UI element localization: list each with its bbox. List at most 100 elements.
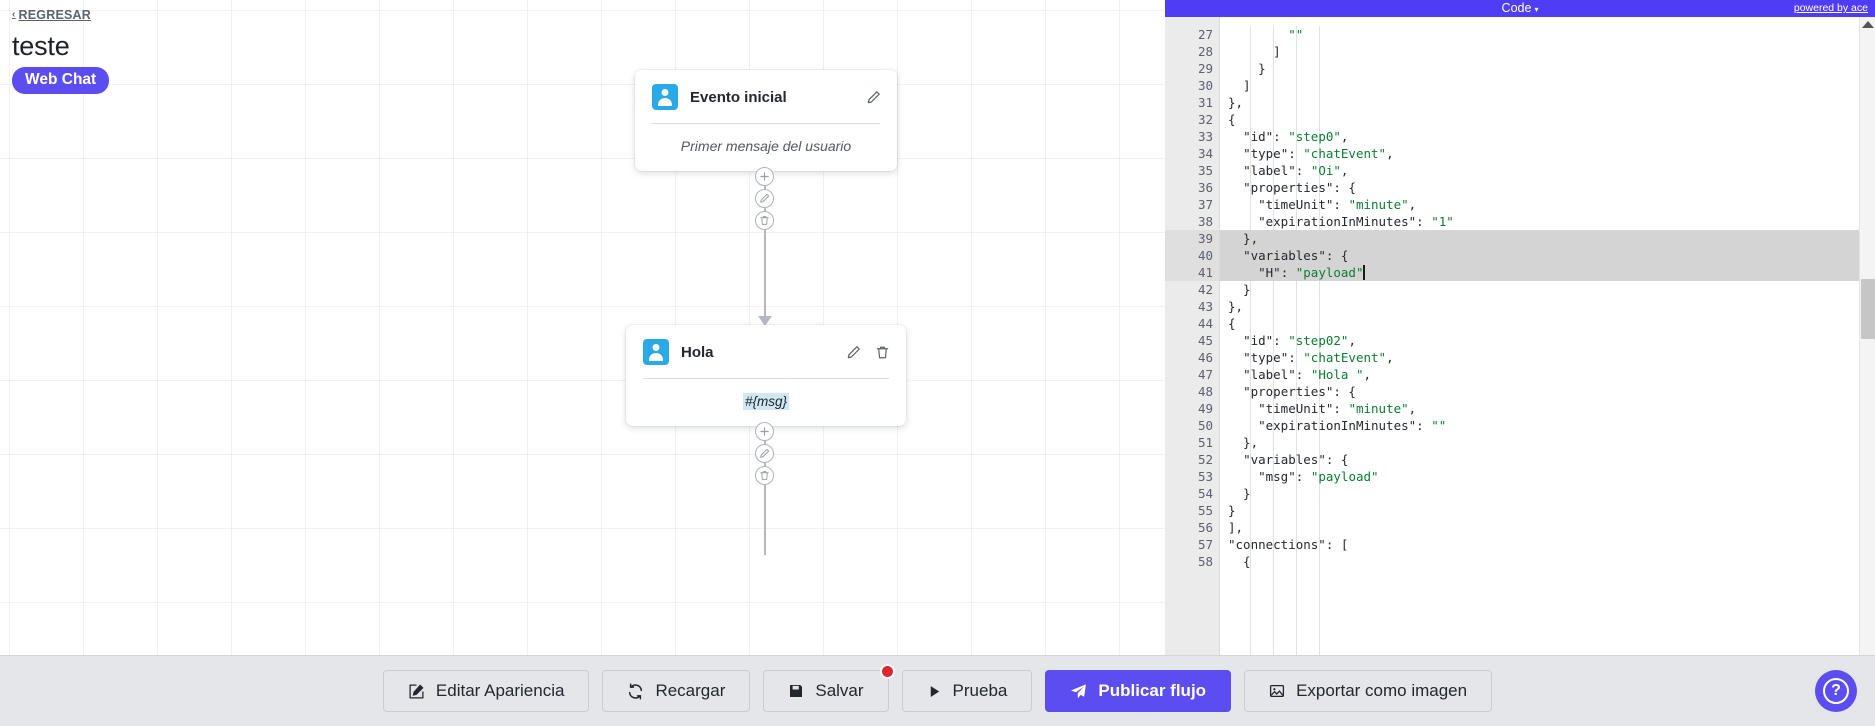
edit-icon[interactable] (846, 345, 861, 360)
gutter-line-number: 58▾ (1165, 553, 1229, 570)
code-line[interactable]: "H": "payload" (1220, 264, 1875, 281)
code-line[interactable]: }, (1228, 95, 1244, 110)
code-line[interactable]: ] (1228, 44, 1281, 59)
code-line[interactable]: "variables": { (1220, 247, 1875, 264)
code-line[interactable]: "connections": [ (1228, 537, 1349, 552)
editor-gutter[interactable]: 272829303132▾33343536▾37383940▾41424344▾… (1165, 17, 1229, 655)
code-line[interactable]: "properties": { (1243, 180, 1356, 195)
delete-icon[interactable] (875, 345, 890, 360)
pencil-square-icon (408, 683, 425, 700)
code-line[interactable]: }, (1220, 230, 1875, 247)
gutter-line-number: 51 (1197, 435, 1213, 450)
code-line[interactable]: "msg": "payload" (1258, 469, 1379, 484)
add-icon[interactable] (755, 422, 774, 441)
code-line[interactable]: "expirationInMinutes": "" (1258, 418, 1447, 433)
edit-icon[interactable] (866, 90, 881, 105)
image-icon (1269, 683, 1285, 699)
code-editor-panel[interactable]: Code▾ powered by ace 272829303132▾333435… (1165, 0, 1875, 655)
code-line[interactable]: } (1228, 486, 1251, 501)
toolbar-button-recargar[interactable]: Recargar (602, 670, 751, 712)
refresh-icon (627, 683, 644, 700)
flow-node-evento-inicial[interactable]: Evento inicial Primer mensaje del usuari… (635, 70, 897, 171)
code-mode-label: Code (1501, 1, 1532, 16)
play-icon (927, 684, 942, 699)
code-line[interactable]: } (1228, 282, 1251, 297)
gutter-line-number: 35 (1197, 163, 1213, 178)
code-line[interactable]: }, (1228, 299, 1244, 314)
back-link[interactable]: ‹ REGRESAR (12, 9, 91, 22)
text-cursor (1363, 265, 1365, 280)
flow-header: ‹ REGRESAR teste Web Chat (12, 4, 110, 94)
code-line[interactable]: { (1228, 316, 1236, 331)
user-avatar-icon (652, 84, 678, 110)
gutter-line-number: 48▾ (1165, 383, 1229, 400)
edit-icon[interactable] (755, 189, 774, 208)
toolbar-button-exportar-como-imagen[interactable]: Exportar como imagen (1244, 670, 1493, 712)
code-line[interactable]: "id": "step02", (1243, 333, 1356, 348)
code-line[interactable]: "variables": { (1243, 452, 1349, 467)
edit-icon[interactable] (755, 444, 774, 463)
add-icon[interactable] (755, 167, 774, 186)
code-mode-selector[interactable]: Code▾ (1502, 2, 1539, 15)
editor-vertical-scrollbar[interactable] (1859, 17, 1875, 655)
variable-token[interactable]: #{msg} (742, 393, 790, 410)
user-avatar-icon (643, 339, 669, 365)
gutter-line-number: 38 (1197, 214, 1213, 229)
delete-icon[interactable] (755, 211, 774, 230)
gutter-line-number: 56 (1197, 520, 1213, 535)
flow-node-hola[interactable]: Hola #{msg} (626, 325, 906, 426)
flow-canvas[interactable]: ‹ REGRESAR teste Web Chat Evento inicial (0, 0, 1165, 655)
scrollbar-thumb[interactable] (1861, 279, 1875, 339)
code-line[interactable]: ] (1228, 78, 1251, 93)
gutter-line-number: 47 (1197, 367, 1213, 382)
gutter-line-number: 31 (1197, 95, 1213, 110)
help-button[interactable]: ? (1815, 670, 1857, 712)
scroll-up-arrow-icon[interactable] (1861, 21, 1874, 28)
page-title: teste (12, 31, 70, 61)
gutter-line-number: 39 (1165, 230, 1219, 247)
toolbar-button-salvar[interactable]: Salvar (763, 664, 895, 712)
powered-by-ace-link[interactable]: powered by ace (1793, 2, 1868, 15)
paper-plane-icon (1070, 683, 1087, 700)
code-line[interactable]: "type": "chatEvent", (1243, 350, 1394, 365)
gutter-line-number: 33 (1197, 129, 1213, 144)
code-line[interactable]: { (1228, 554, 1251, 569)
toolbar-button-label: Exportar como imagen (1296, 681, 1468, 700)
gutter-line-number: 37 (1197, 197, 1213, 212)
node-divider (643, 378, 889, 379)
toolbar-button-editar-apariencia[interactable]: Editar Apariencia (382, 670, 590, 712)
code-line[interactable]: "type": "chatEvent", (1243, 146, 1394, 161)
toolbar-button-prueba[interactable]: Prueba (901, 670, 1033, 712)
node-divider (652, 123, 880, 124)
connector-line-1 (764, 166, 766, 319)
toolbar-button-publicar-flujo[interactable]: Publicar flujo (1045, 670, 1232, 712)
code-line[interactable]: }, (1228, 435, 1259, 450)
code-line[interactable]: "expirationInMinutes": "1" (1258, 214, 1454, 229)
status-badge (879, 664, 895, 679)
code-line[interactable]: } (1228, 503, 1236, 518)
editor-code-area[interactable]: "" ] } ]}, { "id": "step0", "type": "chat… (1220, 17, 1875, 655)
code-line[interactable]: } (1228, 61, 1266, 76)
connector-actions-2 (755, 422, 774, 488)
delete-icon[interactable] (755, 466, 774, 485)
gutter-line-number: 54 (1197, 486, 1213, 501)
chevron-down-icon: ▾ (1534, 5, 1539, 15)
gutter-line-number: 41 (1165, 264, 1219, 281)
code-line[interactable]: "properties": { (1243, 384, 1356, 399)
code-line[interactable]: "timeUnit": "minute", (1258, 401, 1417, 416)
gutter-line-number: 55 (1197, 503, 1213, 518)
gutter-line-number: 34 (1197, 146, 1213, 161)
code-line[interactable]: "" (1288, 27, 1304, 42)
code-line[interactable]: "timeUnit": "minute", (1258, 197, 1417, 212)
code-line[interactable]: ], (1228, 520, 1244, 535)
code-line[interactable]: "label": "Oi", (1243, 163, 1349, 178)
code-line[interactable]: { (1228, 112, 1236, 127)
code-line[interactable]: "id": "step0", (1243, 129, 1349, 144)
node-header: Evento inicial (635, 70, 897, 123)
toolbar-button-label: Recargar (655, 681, 726, 700)
connector-line-2 (764, 420, 766, 555)
connector-actions-1 (755, 167, 774, 233)
code-line[interactable]: "label": "Hola ", (1243, 367, 1372, 382)
